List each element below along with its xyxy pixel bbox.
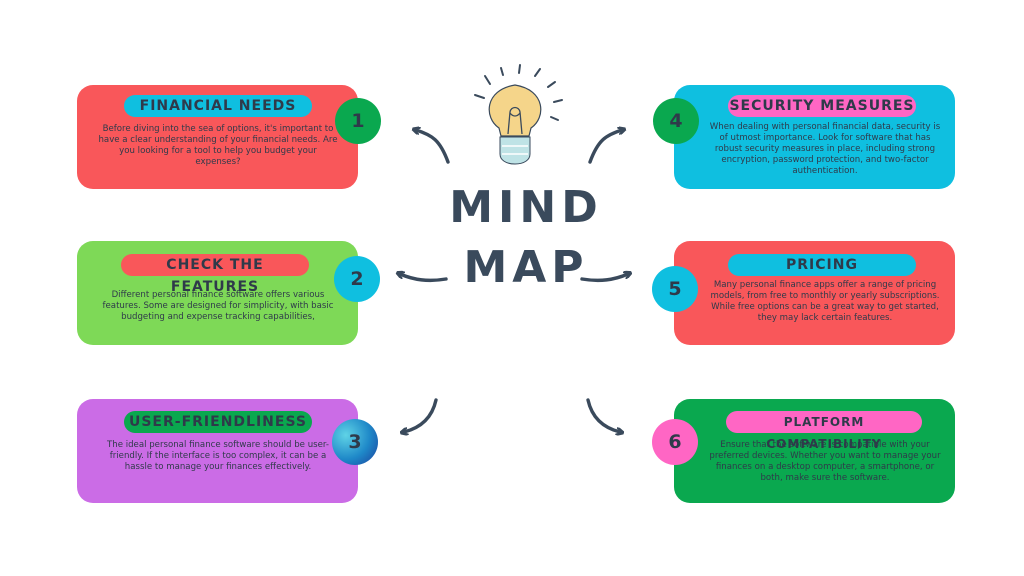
node-number-1: 1 <box>335 98 381 144</box>
arrow-to-node-2 <box>400 274 448 283</box>
node-number-5: 5 <box>652 266 698 312</box>
node-label-pricing: PRICING <box>728 254 916 276</box>
node-text-user-friendliness: The ideal personal finance software shou… <box>107 440 329 472</box>
center-title-line-2: MAP <box>463 242 589 293</box>
node-text-pricing: Many personal finance apps offer a range… <box>710 280 940 323</box>
node-text-security-measures: When dealing with personal financial dat… <box>709 122 941 176</box>
node-text-check-the-features: Different personal finance software offe… <box>102 290 334 322</box>
node-label-user-friendliness: USER-FRIENDLINESS <box>124 411 312 433</box>
node-number-3: 3 <box>332 419 378 465</box>
node-number-2: 2 <box>334 256 380 302</box>
lightbulb-icon <box>474 64 563 165</box>
arrow-to-node-5 <box>580 274 628 283</box>
node-label-financial-needs: FINANCIAL NEEDS <box>124 95 312 117</box>
arrow-to-node-6 <box>586 398 620 432</box>
node-text-platform-compatibility: Ensure that the software is compatible w… <box>709 440 941 483</box>
node-label-check-the-features: CHECK THE FEATURES <box>121 254 309 295</box>
node-label-security-measures: SECURITY MEASURES <box>728 95 916 117</box>
center-title-line-1: MIND <box>449 182 603 233</box>
node-number-4: 4 <box>653 98 699 144</box>
node-label-platform-compatibility: PLATFORM COMPATIBILITY <box>726 411 922 451</box>
node-text-financial-needs: Before diving into the sea of options, i… <box>98 124 338 167</box>
arrow-to-node-1 <box>416 130 450 164</box>
node-number-6: 6 <box>652 419 698 465</box>
arrow-to-node-3 <box>404 398 438 432</box>
arrow-to-node-4 <box>588 130 622 164</box>
